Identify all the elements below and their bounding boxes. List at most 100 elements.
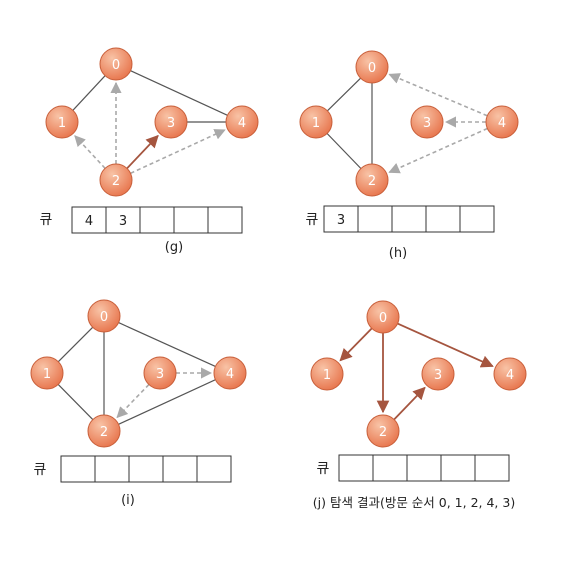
queue-label-j: 큐 — [317, 461, 330, 477]
node-label-g-2: 2 — [112, 174, 120, 189]
node-label-i-3: 3 — [156, 367, 164, 382]
edge-h-1-2 — [326, 133, 362, 169]
queue-cell-h-2 — [391, 205, 427, 233]
node-label-h-4: 4 — [498, 116, 506, 131]
panel-i-edges — [57, 322, 216, 425]
node-label-j-3: 3 — [434, 368, 442, 383]
node-label-g-3: 3 — [167, 116, 175, 131]
node-h-3 — [410, 105, 444, 139]
edge-j-0-4 — [397, 322, 494, 368]
node-label-g-1: 1 — [58, 116, 66, 131]
node-i-3 — [143, 356, 177, 390]
queue-cell-g-3 — [173, 206, 209, 234]
queue-cell-j-0 — [338, 454, 374, 482]
queue-cell-h-3 — [425, 205, 461, 233]
node-j-1 — [310, 357, 344, 391]
node-g-2 — [99, 163, 133, 197]
edge-h-4-0 — [388, 73, 488, 117]
panel-g-edges — [72, 70, 228, 175]
node-g-3 — [154, 105, 188, 139]
node-label-h-3: 3 — [423, 116, 431, 131]
node-label-h-1: 1 — [312, 116, 320, 131]
node-j-0 — [366, 300, 400, 334]
panel-h-nodes: 0 1 2 3 4 — [299, 50, 519, 197]
queue-cell-j-4 — [474, 454, 510, 482]
edge-g-0-1 — [72, 75, 106, 111]
queue-cell-g-0 — [71, 206, 107, 234]
caption-i: (i) — [121, 493, 135, 508]
queue-i — [60, 455, 232, 483]
queue-label-h: 큐 — [306, 212, 319, 228]
queue-cell-i-1 — [94, 455, 130, 483]
queue-h: 3 — [323, 205, 495, 233]
queue-cell-i-3 — [162, 455, 198, 483]
node-label-g-0: 0 — [112, 58, 120, 73]
queue-label-g: 큐 — [40, 212, 53, 228]
edge-g-2-3 — [126, 134, 159, 170]
panel-j-nodes: 0 1 2 3 4 — [310, 300, 527, 448]
edge-i-1-2 — [57, 383, 94, 421]
node-i-0 — [87, 299, 121, 333]
edge-j-2-3 — [393, 386, 426, 421]
node-i-2 — [87, 414, 121, 448]
panel-j: 0 1 2 3 4 큐 (j) 탐색 결과(방문 순서 0, 1, 2, 4, 3) — [310, 300, 527, 510]
edge-g-2-1 — [74, 135, 106, 169]
node-i-1 — [30, 356, 64, 390]
queue-cell-i-4 — [196, 455, 232, 483]
node-label-i-1: 1 — [43, 367, 51, 382]
node-label-j-2: 2 — [379, 425, 387, 440]
panel-i: 0 1 2 3 4 큐 (i) — [30, 299, 247, 508]
panel-j-edges — [339, 322, 494, 421]
node-g-0 — [99, 47, 133, 81]
queue-cell-j-3 — [440, 454, 476, 482]
edge-j-0-1 — [339, 327, 373, 362]
node-label-j-4: 4 — [506, 368, 514, 383]
node-label-j-1: 1 — [323, 368, 331, 383]
queue-value-g-1: 3 — [119, 214, 127, 229]
node-label-j-0: 0 — [379, 311, 387, 326]
caption-g: (g) — [165, 240, 183, 255]
node-h-2 — [355, 163, 389, 197]
queue-cell-i-0 — [60, 455, 96, 483]
queue-cell-h-1 — [357, 205, 393, 233]
edge-i-0-1 — [57, 326, 94, 363]
queue-cell-g-2 — [139, 206, 175, 234]
edge-h-0-1 — [326, 77, 362, 112]
node-j-4 — [493, 357, 527, 391]
node-label-h-2: 2 — [368, 174, 376, 189]
queue-cell-j-1 — [372, 454, 408, 482]
node-label-g-4: 4 — [238, 116, 246, 131]
caption-j: (j) 탐색 결과(방문 순서 0, 1, 2, 4, 3) — [313, 495, 515, 510]
queue-label-i: 큐 — [34, 462, 47, 478]
panel-i-nodes: 0 1 2 3 4 — [30, 299, 247, 448]
panel-h: 0 1 2 3 4 큐 3 (h) — [299, 50, 519, 261]
caption-h: (h) — [389, 246, 407, 261]
node-label-i-0: 0 — [100, 310, 108, 325]
edge-h-4-2 — [388, 127, 488, 174]
node-g-1 — [45, 105, 79, 139]
panel-h-edges — [326, 73, 488, 174]
node-h-0 — [355, 50, 389, 84]
edge-g-2-4 — [130, 129, 226, 175]
queue-cell-i-2 — [128, 455, 164, 483]
node-h-4 — [485, 105, 519, 139]
queue-value-g-0: 4 — [85, 214, 93, 229]
queue-cell-h-4 — [459, 205, 495, 233]
node-j-3 — [421, 357, 455, 391]
panel-g-nodes: 0 1 2 3 4 — [45, 47, 259, 197]
node-j-2 — [366, 414, 400, 448]
queue-cell-g-4 — [207, 206, 243, 234]
node-i-4 — [213, 356, 247, 390]
node-label-i-4: 4 — [226, 367, 234, 382]
node-g-4 — [225, 105, 259, 139]
queue-cell-h-0 — [323, 205, 359, 233]
queue-cell-g-1 — [105, 206, 141, 234]
edge-i-0-4 — [118, 322, 216, 367]
node-label-i-2: 2 — [100, 425, 108, 440]
node-label-h-0: 0 — [368, 61, 376, 76]
node-h-1 — [299, 105, 333, 139]
queue-value-h-0: 3 — [337, 213, 345, 228]
